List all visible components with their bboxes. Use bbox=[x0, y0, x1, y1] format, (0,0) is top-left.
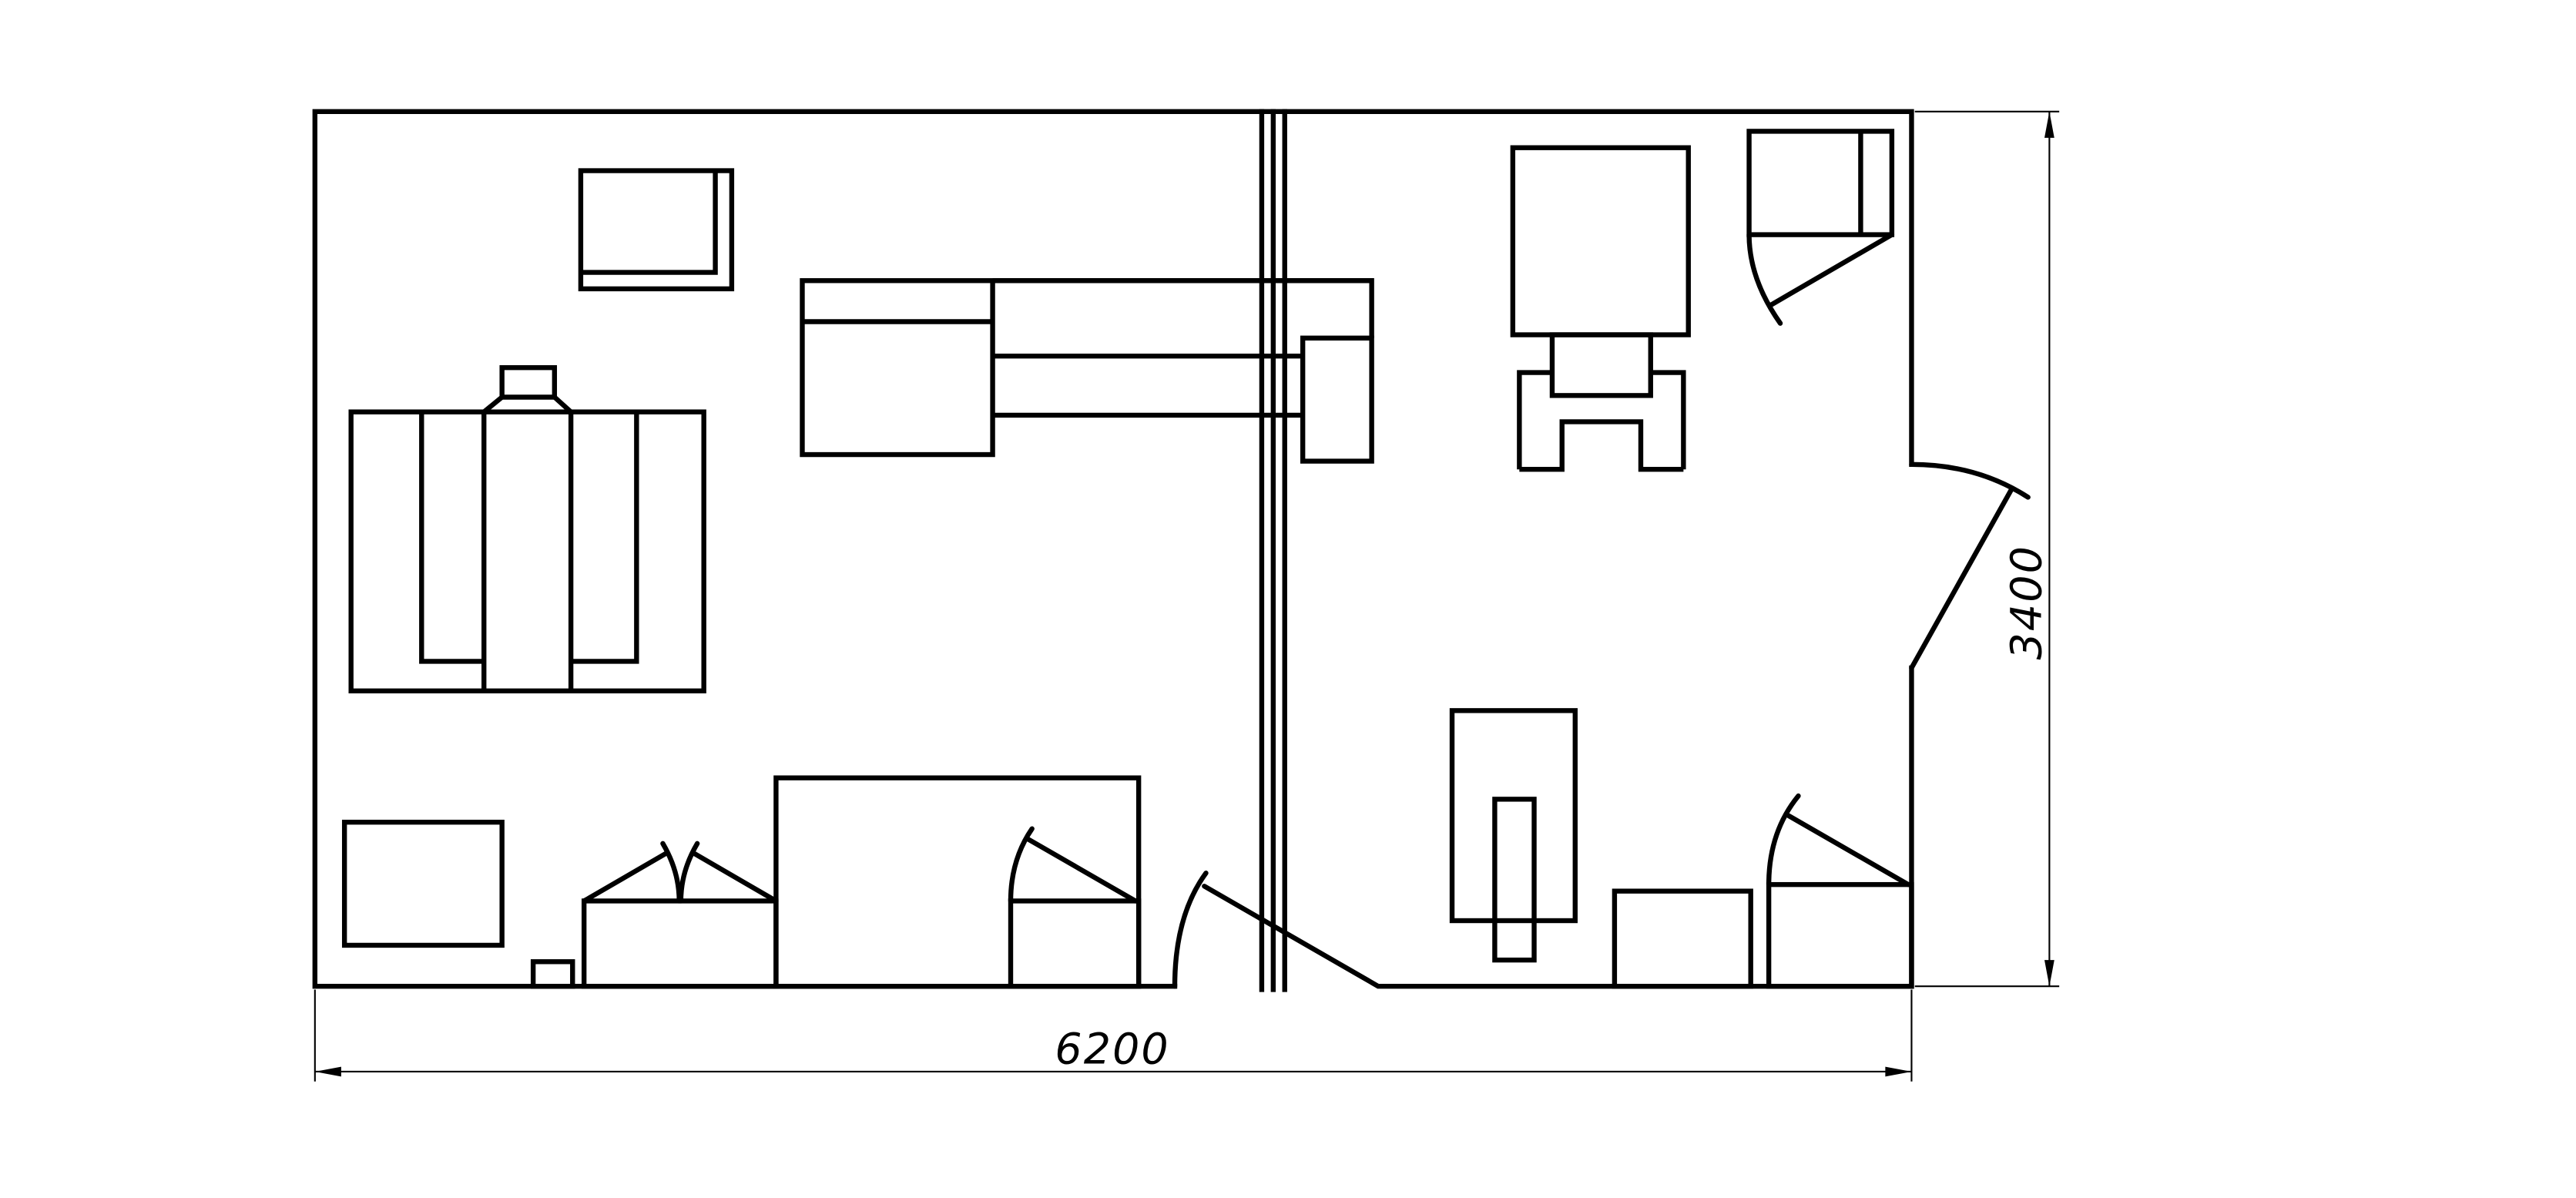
equipment-large bbox=[348, 364, 706, 693]
cabinet-single-door-left bbox=[1008, 826, 1142, 989]
small-box bbox=[530, 959, 575, 989]
cabinet-bottom-right bbox=[1612, 888, 1753, 989]
cabinet-single-door-right bbox=[1766, 793, 1914, 989]
cabinet-large-bottom bbox=[773, 775, 1142, 989]
table-right-room bbox=[1449, 708, 1578, 963]
dimension-height: 3400 bbox=[1914, 110, 2060, 988]
workbench-long bbox=[800, 278, 1374, 464]
cabinet-double-door bbox=[581, 841, 779, 989]
cabinet-top-left bbox=[578, 168, 735, 292]
width-dimension-label: 6200 bbox=[1055, 1025, 1169, 1074]
height-dimension-label: 3400 bbox=[2003, 545, 2052, 659]
dimension-width: 6200 bbox=[314, 989, 1913, 1082]
table-bottom-left bbox=[341, 820, 505, 948]
desk-with-chair bbox=[1510, 145, 1691, 472]
door-right-wall bbox=[1909, 461, 2031, 671]
wall-left-room-outline bbox=[312, 109, 1914, 989]
central-partition bbox=[1259, 109, 1287, 992]
outer-walls bbox=[312, 109, 1914, 989]
door-entrance bbox=[1172, 871, 1381, 989]
wall-right-lower bbox=[1379, 665, 1914, 989]
cabinet-corner-top-right bbox=[1746, 129, 1895, 326]
